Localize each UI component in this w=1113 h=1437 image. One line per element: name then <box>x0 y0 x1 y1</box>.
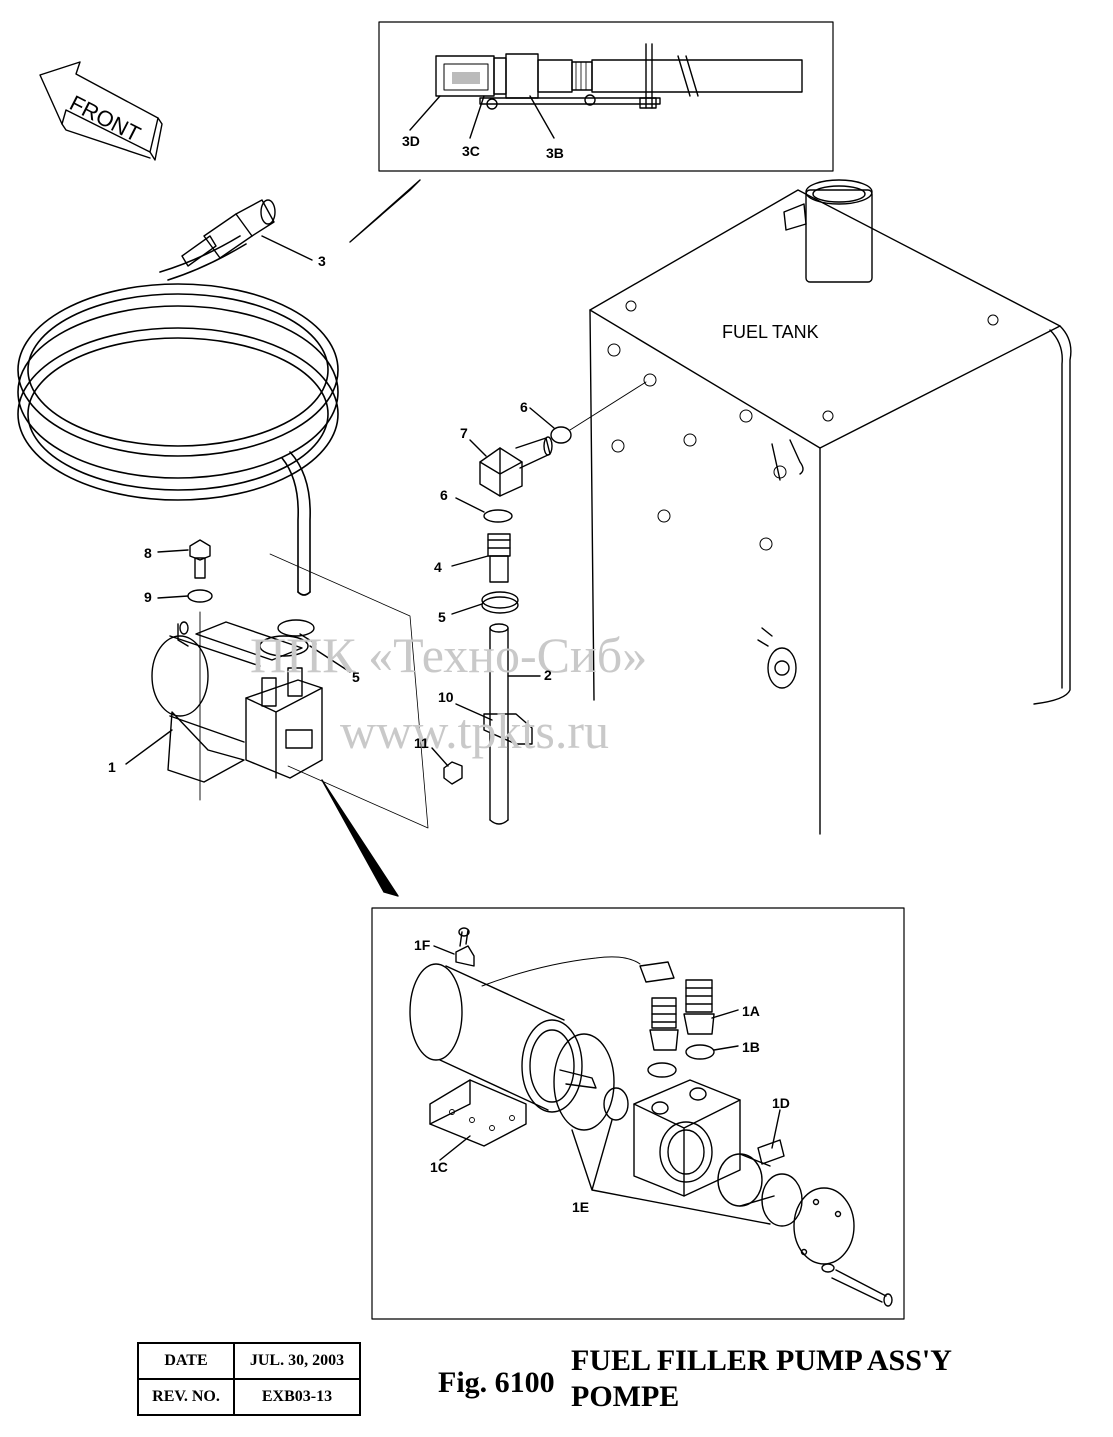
callout-10: 10 <box>438 689 454 705</box>
leader-3C <box>469 95 485 139</box>
leader-11 <box>431 747 449 767</box>
figure-title-line2: POMPE <box>571 1380 680 1413</box>
leader-3D <box>409 95 441 131</box>
date-value: JUL. 30, 2003 <box>233 1342 361 1380</box>
hose-clamp-5-right <box>481 591 519 614</box>
leader-1D <box>771 1109 781 1149</box>
o-ring-6-upper <box>550 426 572 444</box>
callout-4: 4 <box>434 559 442 575</box>
washer-9 <box>187 589 213 603</box>
hose-clamps-5-pump <box>259 619 317 657</box>
leader-6a <box>529 407 555 429</box>
callout-1A: 1A <box>742 1003 760 1019</box>
adapter-4 <box>487 533 511 583</box>
callout-2: 2 <box>544 667 552 683</box>
detail-3-pointer <box>349 179 421 243</box>
leader-5b <box>309 645 351 673</box>
callout-5-left: 5 <box>352 669 360 685</box>
mounting-plane <box>269 553 429 829</box>
leader-8 <box>157 549 189 553</box>
title-block-row-date: DATE JUL. 30, 2003 <box>137 1342 361 1380</box>
leader-1 <box>125 729 173 765</box>
detail-3-inset-frame <box>378 21 834 172</box>
pump-exploded-view <box>409 927 893 1307</box>
rev-value: EXB03-13 <box>233 1378 361 1416</box>
hose-nozzle-detail <box>435 43 803 110</box>
leader-7 <box>469 439 487 457</box>
title-block-row-rev: REV. NO. EXB03-13 <box>137 1378 361 1416</box>
callout-1: 1 <box>108 759 116 775</box>
callout-9: 9 <box>144 589 152 605</box>
leader-4 <box>451 555 489 567</box>
callout-8: 8 <box>144 545 152 561</box>
callout-6-upper: 6 <box>520 399 528 415</box>
callout-1C: 1C <box>430 1159 448 1175</box>
detail-1-inset-frame <box>371 907 905 1320</box>
title-block-table: DATE JUL. 30, 2003 REV. NO. EXB03-13 <box>137 1342 361 1416</box>
leader-10 <box>455 703 493 721</box>
rev-label: REV. NO. <box>137 1378 235 1416</box>
fuel-tank <box>589 179 1072 835</box>
callout-3D: 3D <box>402 133 420 149</box>
callout-1D: 1D <box>772 1095 790 1111</box>
hose-coil <box>17 235 339 596</box>
figure-number: Fig. 6100 <box>438 1366 555 1399</box>
leader-3B <box>529 95 555 139</box>
leader-1B <box>713 1045 739 1051</box>
o-ring-6-lower <box>483 509 513 523</box>
callout-7: 7 <box>460 425 468 441</box>
leader-1A <box>711 1009 739 1019</box>
callout-11: 11 <box>414 735 429 751</box>
leader-6b <box>455 497 485 513</box>
callout-3C: 3C <box>462 143 480 159</box>
hose-end-nozzle <box>181 199 276 267</box>
tube-2 <box>483 623 533 825</box>
callout-6-lower: 6 <box>440 487 448 503</box>
figure-title: FUEL FILLER PUMP ASS'Y POMPE <box>571 1343 952 1415</box>
leader-1F <box>433 945 455 955</box>
o-ring-6-line <box>569 381 647 431</box>
watermark-company: ППК «Техно-Сиб» <box>250 627 647 683</box>
leader-1E <box>571 1119 771 1225</box>
callout-1B: 1B <box>742 1039 760 1055</box>
detail-1-pointer <box>321 779 399 897</box>
fuel-pump-main <box>151 611 323 801</box>
fuel-tank-label: FUEL TANK <box>722 322 819 342</box>
leader-5a <box>451 603 483 615</box>
callout-1F: 1F <box>414 937 431 953</box>
leader-1C <box>439 1135 471 1161</box>
date-label: DATE <box>137 1342 235 1380</box>
hex-nut-11 <box>443 761 463 785</box>
callout-3: 3 <box>318 253 326 269</box>
callout-1E: 1E <box>572 1199 589 1215</box>
front-arrow-icon <box>39 61 163 161</box>
callout-5-right: 5 <box>438 609 446 625</box>
leader-3 <box>261 235 313 261</box>
leader-9 <box>157 595 189 599</box>
watermark-url: www.tpkts.ru <box>340 703 609 759</box>
callout-3B: 3B <box>546 145 564 161</box>
bolt-8 <box>189 539 211 579</box>
figure-title-line1: FUEL FILLER PUMP ASS'Y <box>571 1344 952 1377</box>
fitting-elbow-7 <box>479 436 553 497</box>
